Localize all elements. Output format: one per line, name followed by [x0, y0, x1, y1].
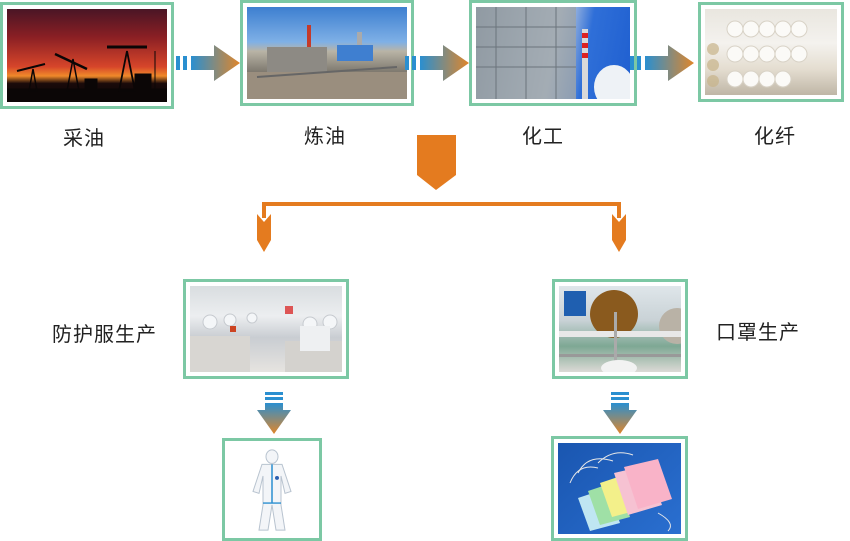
label-protective-suit-production: 防护服生产 [52, 322, 157, 346]
arrow-dash [183, 56, 187, 70]
flow-arrow-down-left [257, 392, 291, 434]
arrow-head [603, 403, 637, 434]
mask-production-photo [559, 286, 681, 372]
arrow-dash [637, 56, 641, 70]
pumpjack-silhouettes [7, 45, 167, 102]
arrow-dash [405, 56, 409, 70]
arrow-dash [412, 56, 416, 70]
chemical-image-frame [469, 0, 637, 106]
arrow-head [645, 45, 694, 81]
protective-suit-figure [252, 449, 292, 531]
label-mask-production: 口罩生产 [716, 320, 800, 344]
mask-product-frame [551, 436, 688, 541]
flow-arrow-down-right [603, 392, 637, 434]
arrow-dash [611, 397, 629, 400]
main-down-arrow [417, 135, 456, 190]
factory-workers [190, 306, 342, 372]
branch-connector [257, 135, 626, 252]
arrow-dash [265, 392, 283, 395]
protective-suit-product-frame [222, 438, 322, 541]
oil-extraction-image-frame [0, 2, 174, 109]
branch-arrow-right [612, 214, 626, 252]
label-oil-extraction: 采油 [63, 126, 105, 150]
mask-production-frame [552, 279, 688, 379]
refinery-structures [247, 25, 407, 99]
protective-suit-factory-frame [183, 279, 349, 379]
label-chemical: 化工 [522, 124, 564, 148]
flow-arrow-right-2 [405, 45, 469, 81]
arrow-head [191, 45, 240, 81]
protective-suit-factory-photo [190, 286, 342, 372]
oil-pumpjacks-photo [7, 9, 167, 102]
chemical-plant-photo [476, 7, 630, 99]
chemical-plant-structures [476, 7, 630, 99]
label-chemical-fiber: 化纤 [754, 124, 796, 148]
arrow-head [420, 45, 469, 81]
surgical-masks [569, 452, 672, 532]
arrow-dash [176, 56, 180, 70]
chemical-fiber-image-frame [698, 2, 844, 102]
protective-suit-photo [229, 445, 315, 534]
arrow-dash [611, 392, 629, 395]
arrow-head [257, 403, 291, 434]
mask-machine [559, 290, 681, 372]
surgical-masks-photo [558, 443, 681, 534]
refinery-photo [247, 7, 407, 99]
fabric-rolls [707, 20, 808, 88]
branch-line [262, 202, 621, 218]
flow-arrow-right-1 [176, 45, 240, 81]
flow-arrow-right-3 [630, 45, 694, 81]
label-refining: 炼油 [304, 124, 346, 148]
arrow-dash [265, 397, 283, 400]
branch-arrow-left [257, 214, 271, 252]
arrow-dash [630, 56, 634, 70]
refining-image-frame [240, 0, 414, 106]
fabric-rolls-photo [705, 9, 837, 95]
